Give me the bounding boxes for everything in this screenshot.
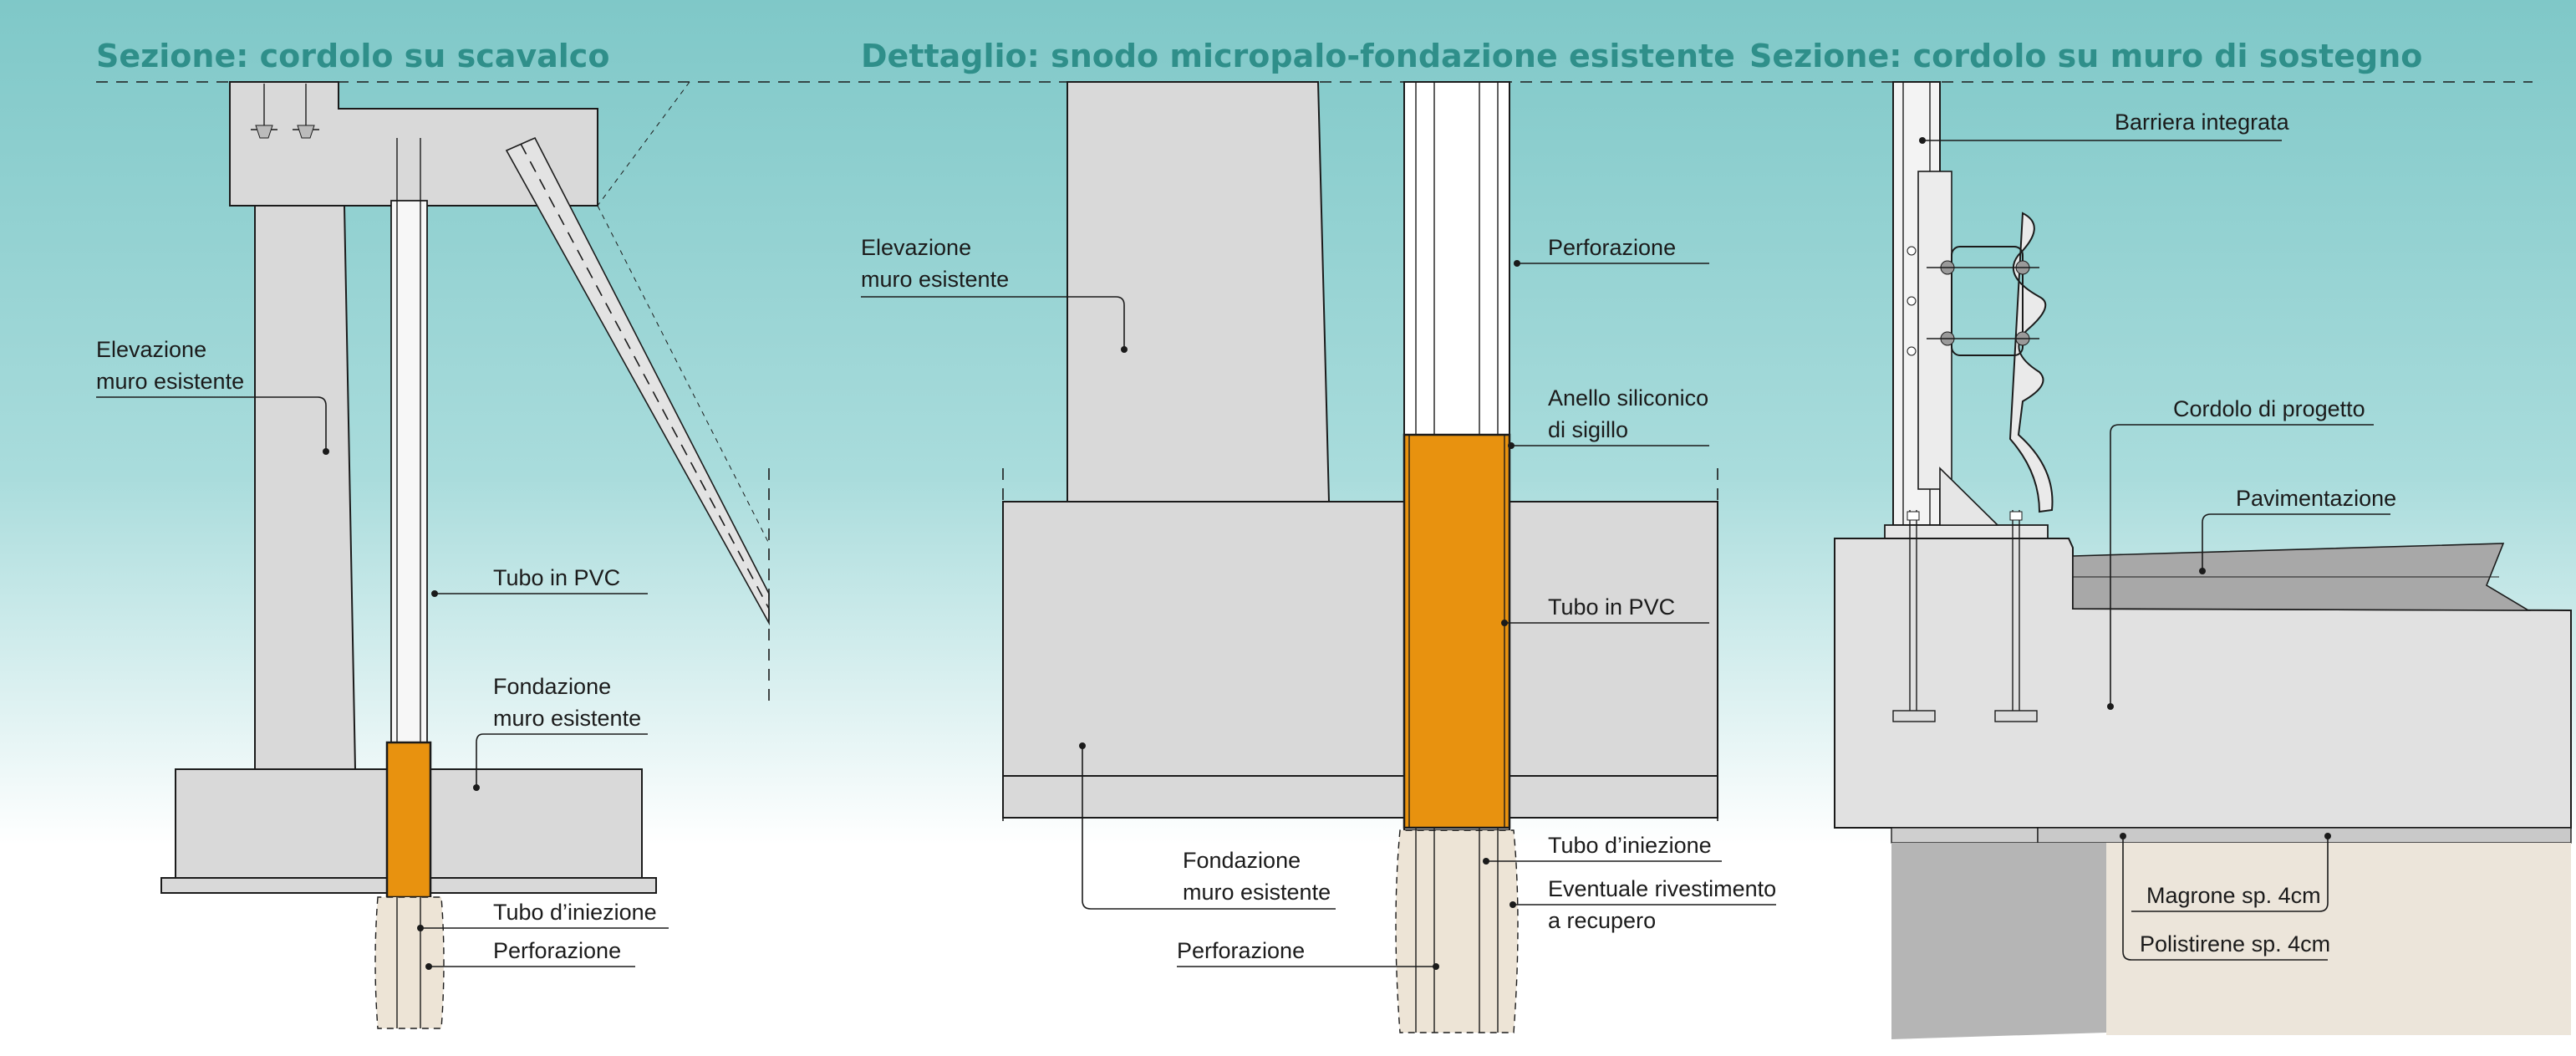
magrone-layer xyxy=(1891,827,2039,844)
leader-pavimentazione xyxy=(2202,513,2390,571)
middle-foundation-base xyxy=(1002,775,1718,819)
polistirene-layer xyxy=(2037,827,2572,844)
label-rivestimento-1: Eventuale rivestimento xyxy=(1548,876,1776,901)
label-mid-elevazione-2: muro esistente xyxy=(861,267,1009,292)
label-mid-perforazione-bottom: Perforazione xyxy=(1177,938,1305,963)
middle-pvc-sleeve xyxy=(1403,433,1511,829)
leader-cordolo xyxy=(2110,424,2374,707)
right-panel: Sezione: cordolo su muro di sostegno xyxy=(1749,38,2572,1039)
label-polistirene: Polistirene sp. 4cm xyxy=(2140,931,2330,957)
label-anello-2: di sigillo xyxy=(1548,417,1628,442)
leader-magrone xyxy=(2131,836,2329,912)
leader-elevazione xyxy=(96,396,327,451)
label-fondazione-2: muro esistente xyxy=(493,706,641,731)
retaining-wall xyxy=(1891,843,2106,1039)
label-tubo-iniezione: Tubo d’iniezione xyxy=(493,900,657,925)
middle-panel: Dettaglio: snodo micropalo-fondazione es… xyxy=(861,38,1776,1033)
leader-mid-fondazione xyxy=(1082,746,1336,910)
leader-mid-elevazione xyxy=(861,296,1125,349)
label-elevazione-1: Elevazione xyxy=(96,337,206,362)
leader-fondazione xyxy=(476,733,648,788)
label-pavimentazione: Pavimentazione xyxy=(2236,486,2396,511)
middle-wall-elevation xyxy=(1067,81,1331,502)
right-panel-title: Sezione: cordolo su muro di sostegno xyxy=(1749,38,2422,74)
label-perforazione: Perforazione xyxy=(493,938,621,963)
label-tubo-pvc: Tubo in PVC xyxy=(493,565,620,590)
label-mid-fondazione-1: Fondazione xyxy=(1183,848,1301,873)
middle-foundation xyxy=(1002,501,1718,777)
middle-drilling xyxy=(1395,829,1519,1033)
label-mid-fondazione-2: muro esistente xyxy=(1183,880,1331,905)
left-inclined-strut xyxy=(505,81,770,702)
stiffener xyxy=(1939,467,1999,526)
left-panel: Sezione: cordolo su scavalco xyxy=(96,38,2533,1029)
left-drilling xyxy=(374,896,445,1029)
label-rivestimento-2: a recupero xyxy=(1548,908,1656,933)
label-barriera: Barriera integrata xyxy=(2115,110,2290,135)
cordolo-anchor-rods xyxy=(1892,510,2038,722)
left-wall-elevation xyxy=(254,205,357,770)
middle-panel-title: Dettaglio: snodo micropalo-fondazione es… xyxy=(861,38,1735,74)
leader-polistirene xyxy=(2122,836,2328,961)
left-cordolo xyxy=(229,81,598,207)
bolt-icons xyxy=(1907,246,2039,356)
base-plate xyxy=(1884,524,2049,539)
label-mid-perforazione-top: Perforazione xyxy=(1548,235,1676,260)
label-fondazione-1: Fondazione xyxy=(493,674,611,699)
label-mid-tubo-pvc: Tubo in PVC xyxy=(1548,594,1675,620)
left-anchor-bolts xyxy=(251,84,319,139)
label-elevazione-2: muro esistente xyxy=(96,369,244,394)
label-cordolo: Cordolo di progetto xyxy=(2173,396,2365,421)
label-mid-elevazione-1: Elevazione xyxy=(861,235,971,260)
left-panel-title: Sezione: cordolo su scavalco xyxy=(96,38,609,74)
w-beam-rail xyxy=(2008,212,2054,513)
backfill-soil xyxy=(2106,843,2571,1035)
label-anello-1: Anello siliconico xyxy=(1548,385,1708,411)
rail-bracket xyxy=(1951,246,2024,356)
label-magrone: Magrone sp. 4cm xyxy=(2146,883,2321,908)
barrier-spacer xyxy=(1917,171,1952,490)
label-mid-tubo-iniezione: Tubo d’iniezione xyxy=(1548,833,1712,858)
left-pvc-sleeve xyxy=(385,741,432,899)
